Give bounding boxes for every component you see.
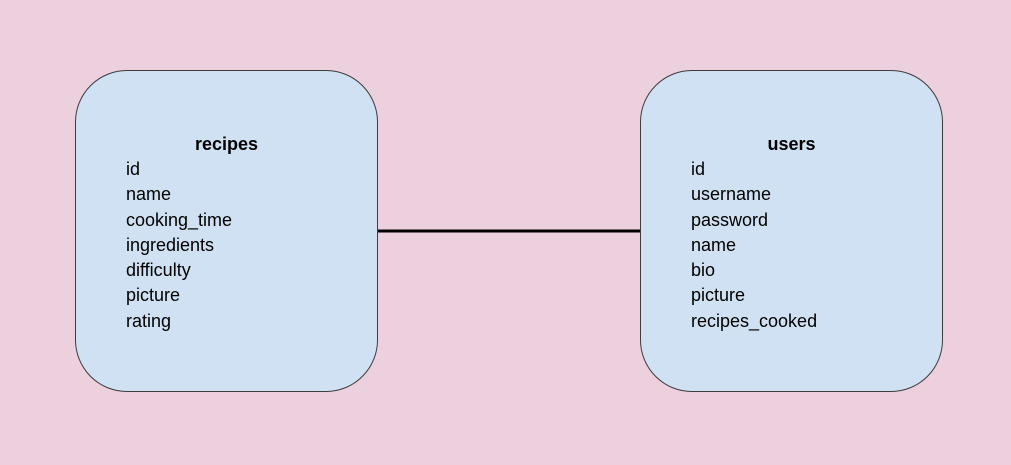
entity-box-users: users id username password name bio pict… [640, 70, 943, 392]
field-users-picture: picture [691, 285, 746, 306]
field-recipes-ingredients: ingredients [126, 234, 215, 255]
field-recipes-picture: picture [126, 285, 181, 306]
field-users-id: id [691, 159, 706, 179]
field-recipes-cooking-time: cooking_time [126, 209, 233, 230]
field-recipes-id: id [126, 159, 141, 179]
field-recipes-rating: rating [126, 310, 172, 331]
entity-title-users: users [767, 134, 816, 154]
field-recipes-difficulty: difficulty [126, 260, 191, 281]
field-users-recipes-cooked: recipes_cooked [691, 310, 818, 331]
field-users-username: username [691, 184, 772, 205]
field-list-users: id username password name bio picture re… [691, 157, 817, 334]
field-users-password: password [691, 209, 769, 230]
field-recipes-name: name [126, 184, 172, 205]
field-users-name: name [691, 234, 737, 255]
entity-box-recipes: recipes id name cooking_time ingredients… [75, 70, 378, 392]
field-list-recipes: id name cooking_time ingredients difficu… [126, 157, 232, 334]
entity-title-recipes: recipes [194, 134, 259, 154]
field-users-bio: bio [691, 260, 716, 281]
